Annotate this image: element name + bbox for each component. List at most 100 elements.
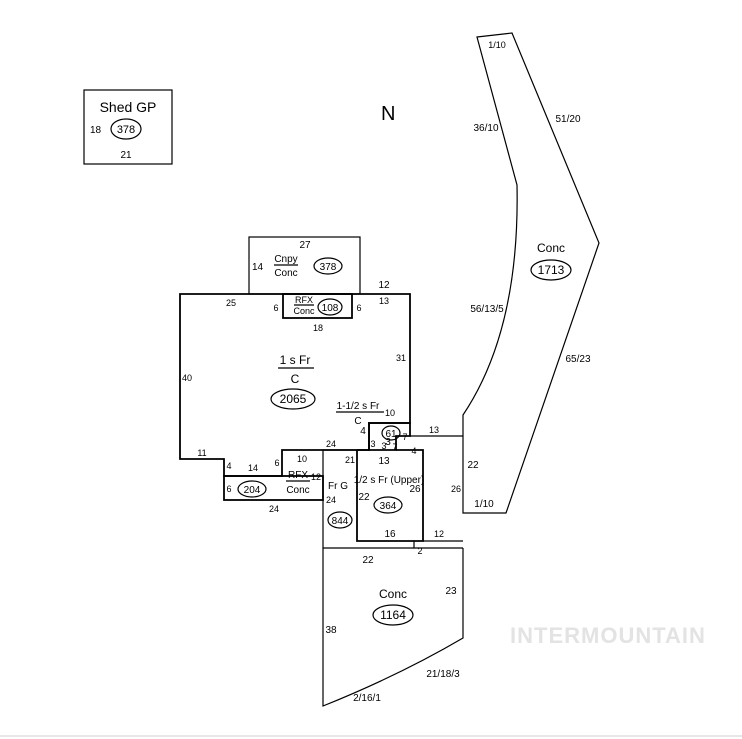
garage-dim-1: 24 <box>326 495 336 505</box>
main-dim-top-left: 25 <box>226 298 236 308</box>
canopy-area-ellipse <box>313 257 343 275</box>
canopy-dim-top: 27 <box>299 240 311 251</box>
main-floor-outline <box>179 293 411 477</box>
north-marker: N <box>381 103 395 125</box>
upper-dim-3: 26 <box>409 484 421 495</box>
conc-drive-dim-2: 21/18/3 <box>426 669 460 680</box>
canopy-area: 378 <box>320 262 337 273</box>
main-dim-bottom-left: 11 <box>197 448 206 458</box>
conc-walk-dim-4: 65/23 <box>565 354 590 365</box>
shed-area-ellipse <box>110 118 142 140</box>
half-story-dim-top: 10 <box>385 408 395 418</box>
canopy-label-bottom: Conc <box>274 268 297 279</box>
garage-section: 24 24 22 2 Fr G 844 <box>322 439 423 566</box>
shed-dim-bottom: 21 <box>120 150 132 161</box>
conc-drive-dim-1: 23 <box>445 586 457 597</box>
rfx-bottom-dim-2: 6 <box>274 458 279 468</box>
main-label-top: 1 s Fr <box>280 353 311 367</box>
half-story-dim-5: 3 <box>381 441 386 451</box>
upper-dim-7: 13 <box>429 425 439 435</box>
rfx-bottom-dim-0: 4 <box>226 461 231 471</box>
garage-label: Fr G <box>328 481 348 492</box>
shed-dim-left: 18 <box>90 125 102 136</box>
conc-walk-dim-0: 1/10 <box>488 40 506 50</box>
upper-area-ellipse <box>373 496 403 514</box>
conc-walk-outline <box>462 32 600 514</box>
main-floor-section: 25 12 13 40 31 11 1 s Fr C 2065 <box>179 280 411 477</box>
rfx-bottom-area-ellipse <box>237 480 267 498</box>
rfx-bottom-dim-1: 14 <box>248 463 258 473</box>
half-story-dim-4: 7 <box>392 442 397 452</box>
rfx-top-outline <box>282 293 353 319</box>
upper-dim-2: 22 <box>358 492 370 503</box>
conc-walk-section: 1/10 36/10 51/20 56/13/5 65/23 22 1/10 C… <box>462 32 600 514</box>
conc-drive-area: 1164 <box>380 608 406 622</box>
conc-walk-dim-5: 22 <box>467 460 479 471</box>
conc-drive-label: Conc <box>379 587 407 601</box>
conc-walk-dim-3: 56/13/5 <box>470 304 504 315</box>
upper-connectors <box>410 435 463 542</box>
main-dim-right: 31 <box>396 353 406 363</box>
garage-area-ellipse <box>327 511 353 529</box>
canopy-section: 27 14 Cnpy Conc 378 <box>248 236 361 295</box>
conc-drive-outline <box>322 548 464 707</box>
shed-section: Shed GP 378 18 21 <box>83 89 173 165</box>
main-dim-rfx-top: 13 <box>379 296 389 306</box>
garage-dim-0: 24 <box>326 439 336 449</box>
rfx-top-dim-right: 6 <box>356 303 361 313</box>
half-story-label: 1-1/2 s Fr <box>337 401 380 412</box>
shed-area: 378 <box>117 124 135 136</box>
upper-label: 1/2 s Fr (Upper) <box>354 475 425 486</box>
half-story-dim-0: 4 <box>360 426 366 437</box>
watermark-text: INTERMOUNTAIN <box>510 623 706 648</box>
main-label-bottom: C <box>291 372 300 386</box>
rfx-bottom-section: 4 14 6 10 12 6 24 204 RFX Conc <box>223 454 324 514</box>
rfx-bottom-dim-6: 24 <box>269 504 279 514</box>
canopy-dim-left: 14 <box>252 262 264 273</box>
upper-dim-5: 12 <box>434 529 444 539</box>
canopy-label-top: Cnpy <box>274 254 297 265</box>
main-area: 2065 <box>280 392 307 406</box>
rfx-bottom-area: 204 <box>244 485 261 496</box>
half-story-dim-1: 7 <box>402 432 407 442</box>
rfx-top-section: RFX Conc 108 6 6 18 <box>273 293 362 333</box>
main-dim-left: 40 <box>182 373 192 383</box>
half-story-area-ellipse <box>381 425 401 441</box>
half-story-dim-3: 3 <box>370 439 375 449</box>
rfx-top-label-top: RFX <box>295 295 313 305</box>
shed-outline <box>83 89 173 165</box>
upper-dim-1: 13 <box>378 456 390 467</box>
rfx-bottom-dim-5: 6 <box>226 484 231 494</box>
garage-dim-2: 22 <box>362 555 374 566</box>
rfx-top-area: 108 <box>322 303 339 314</box>
half-story-section: 1-1/2 s Fr C 10 61 4 7 3 3 7 3 4 <box>336 401 417 456</box>
main-dim-top-right: 12 <box>378 280 390 291</box>
upper-area: 364 <box>380 501 397 512</box>
garage-area: 844 <box>332 516 349 527</box>
rfx-bottom-dim-4: 12 <box>311 472 321 482</box>
conc-drive-dim-3: 2/16/1 <box>353 693 381 704</box>
rfx-bottom-dim-3: 10 <box>297 454 307 464</box>
conc-walk-dim-1: 36/10 <box>473 123 498 134</box>
rfx-bottom-label-bottom: Conc <box>286 485 309 496</box>
rfx-top-dim-left: 6 <box>273 303 278 313</box>
conc-walk-dim-6: 1/10 <box>474 499 494 510</box>
upper-dim-4: 16 <box>384 529 396 540</box>
rfx-top-label-bottom: Conc <box>293 306 315 316</box>
upper-dim-6: 26 <box>451 484 461 494</box>
rfx-top-dim-bottom: 18 <box>313 323 323 333</box>
conc-drive-section: 38 23 21/18/3 2/16/1 Conc 1164 <box>322 548 464 707</box>
half-story-label-bottom: C <box>354 416 361 427</box>
rfx-bottom-label-top: RFX <box>288 470 308 481</box>
garage-dim-3: 2 <box>417 546 422 556</box>
conc-drive-dim-0: 38 <box>325 625 337 636</box>
conc-walk-label: Conc <box>537 241 565 255</box>
conc-walk-area: 1713 <box>538 263 565 277</box>
conc-walk-dim-2: 51/20 <box>555 114 580 125</box>
shed-label: Shed GP <box>100 99 157 115</box>
half-story-dim-6: 4 <box>411 446 416 456</box>
upper-section: 21 13 22 26 16 12 26 13 1/2 s Fr (Upper)… <box>345 425 463 549</box>
conc-drive-area-ellipse <box>372 604 414 626</box>
